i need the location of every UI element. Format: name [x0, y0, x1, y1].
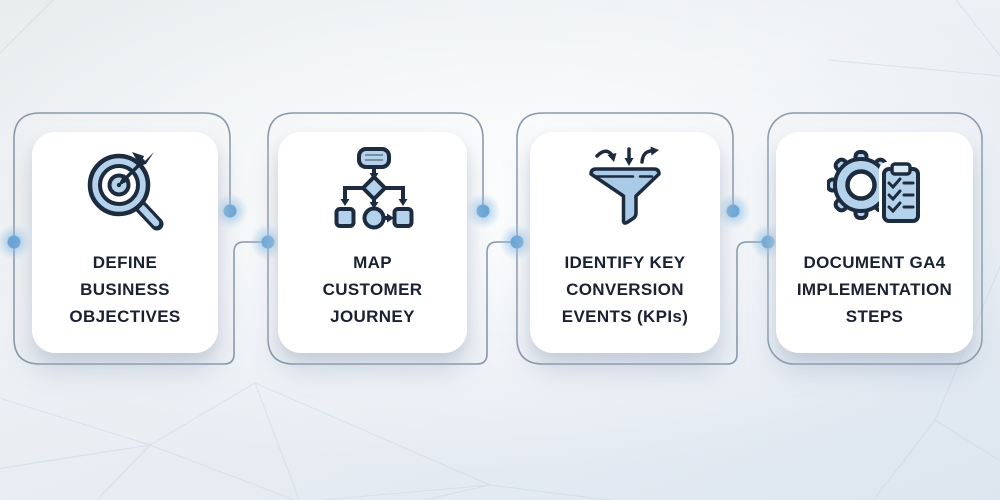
wire-outline-step-1 [13, 112, 269, 365]
connector-dot [465, 193, 501, 229]
step-card-document-ga4-implementation-steps: DOCUMENT GA4 IMPLEMENTATION STEPS [776, 132, 973, 353]
funnel-icon [577, 142, 673, 244]
step-label: DEFINE BUSINESS OBJECTIVES [69, 253, 181, 326]
gear-clipboard-icon [826, 142, 923, 244]
connector-dot [499, 224, 535, 260]
flowchart-icon [325, 142, 421, 244]
step-card-map-customer-journey: MAP CUSTOMER JOURNEY [278, 132, 467, 353]
wire-outline-step-3 [516, 112, 769, 365]
target-magnifier-icon [77, 142, 173, 244]
step-card-define-business-objectives: DEFINE BUSINESS OBJECTIVES [32, 132, 218, 353]
connector-dot [0, 224, 32, 260]
wire-outline-step-2 [267, 112, 518, 365]
connector-dot [212, 193, 248, 229]
connector-dot [250, 224, 286, 260]
step-label: MAP CUSTOMER JOURNEY [322, 253, 423, 326]
step-card-identify-key-conversion-events: IDENTIFY KEY CONVERSION EVENTS (KPIs) [530, 132, 720, 353]
step-label: IDENTIFY KEY CONVERSION EVENTS (KPIs) [561, 253, 689, 326]
connector-dot [715, 193, 751, 229]
step-label: DOCUMENT GA4 IMPLEMENTATION STEPS [796, 253, 953, 326]
